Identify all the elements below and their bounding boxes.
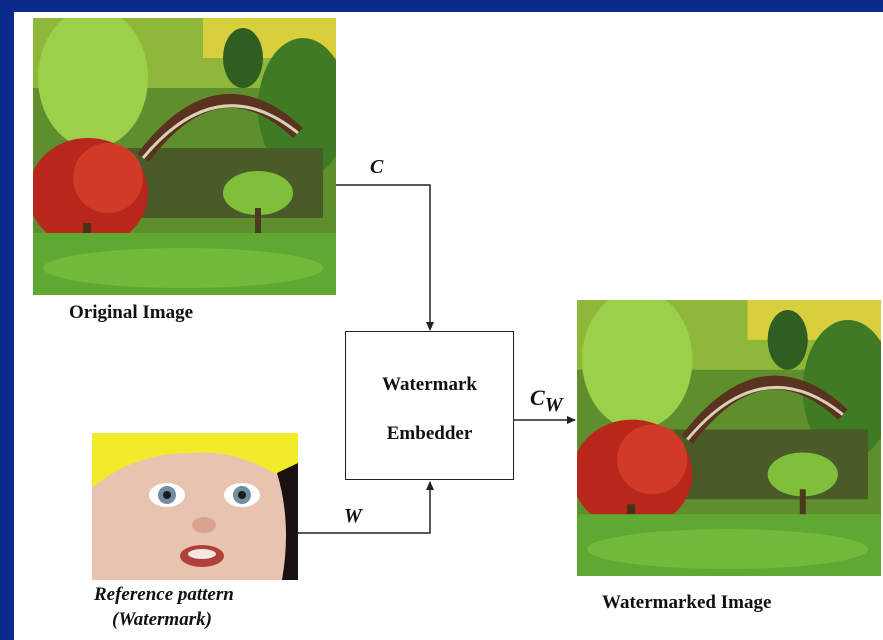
garden-scene-graphic <box>33 18 336 295</box>
baby-face-graphic <box>92 433 298 580</box>
embedder-line-1: Watermark <box>346 374 513 396</box>
watermarked-image-label: Watermarked Image <box>602 592 771 614</box>
watermark-paren-label: (Watermark) <box>112 609 212 631</box>
original-image-label: Original Image <box>69 302 193 324</box>
w-signal-arrow <box>298 482 430 533</box>
watermarked-image <box>577 300 881 576</box>
reference-pattern-image <box>92 433 298 580</box>
signal-cw-label: CW <box>530 385 562 411</box>
signal-c-label: C <box>370 156 383 179</box>
watermark-embedder-block: Watermark Embedder <box>345 331 514 480</box>
signal-w-label: W <box>344 505 362 528</box>
signal-cw-main: C <box>530 385 545 410</box>
reference-pattern-label: Reference pattern <box>94 584 234 606</box>
embedder-line-2: Embedder <box>346 423 513 445</box>
garden-scene-graphic <box>577 300 881 576</box>
original-image <box>33 18 336 295</box>
signal-cw-subscript: W <box>545 394 563 416</box>
slide-canvas: Original Image Reference pattern (Waterm… <box>14 12 883 640</box>
c-signal-arrow <box>336 185 430 330</box>
